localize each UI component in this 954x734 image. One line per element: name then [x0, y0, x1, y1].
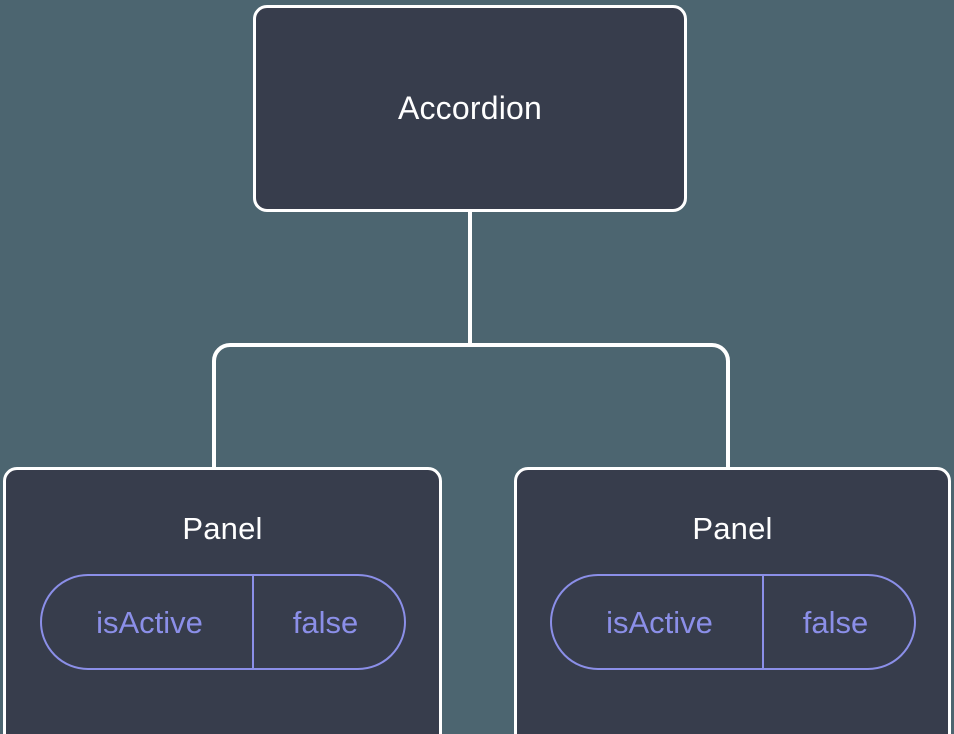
- node-panel-2[interactable]: Panel isActive false: [514, 467, 951, 734]
- node-panel-2-prop-value: false: [761, 576, 914, 669]
- node-accordion[interactable]: Accordion: [253, 5, 687, 212]
- node-panel-1-prop-badge[interactable]: isActive false: [39, 574, 406, 671]
- node-panel-1[interactable]: Panel isActive false: [3, 467, 442, 734]
- node-accordion-title: Accordion: [397, 89, 543, 126]
- edge-bus-to-right-panel: [470, 343, 730, 469]
- node-panel-2-prop-badge[interactable]: isActive false: [549, 574, 916, 671]
- node-panel-1-prop-value: false: [251, 576, 404, 669]
- node-panel-1-prop-key: isActive: [96, 604, 203, 640]
- node-panel-1-title: Panel: [182, 511, 263, 546]
- node-panel-2-title: Panel: [692, 511, 773, 546]
- edge-bus-to-left-panel: [212, 343, 470, 469]
- node-panel-2-prop-key: isActive: [606, 604, 713, 640]
